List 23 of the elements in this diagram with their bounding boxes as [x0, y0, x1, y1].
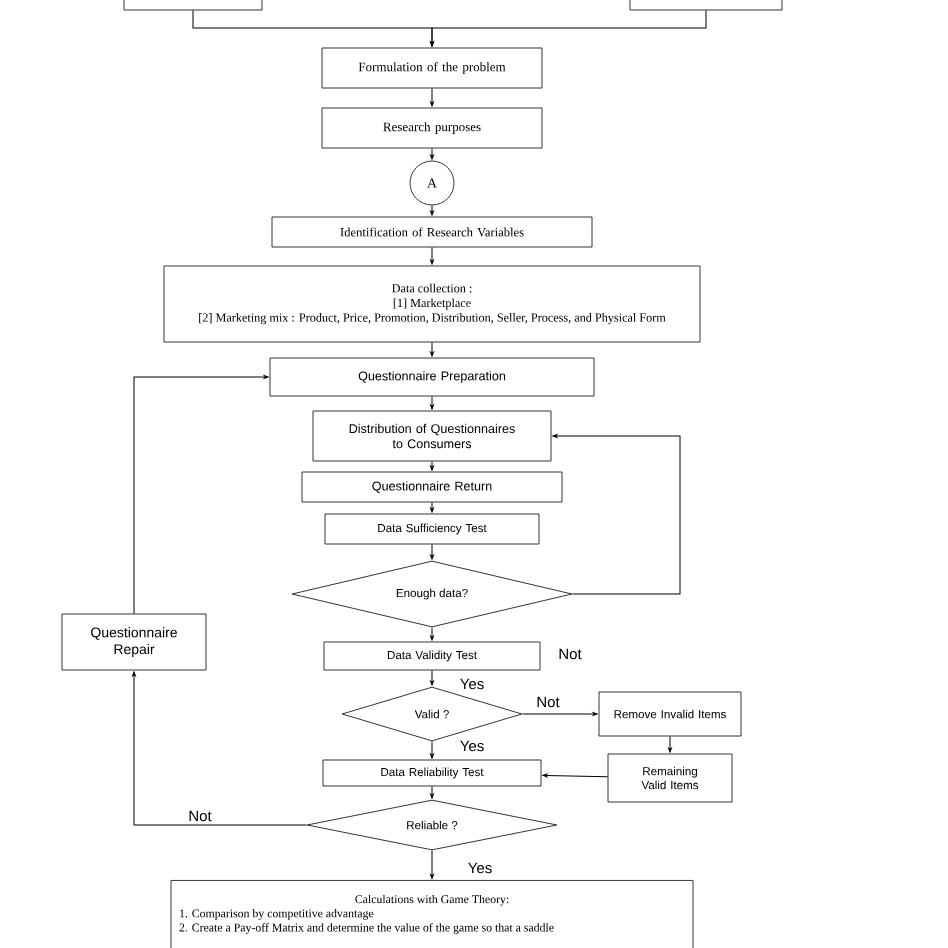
- arrow: [430, 341, 434, 357]
- arrow: [668, 735, 672, 753]
- arrow: [552, 434, 681, 595]
- arrow: [430, 626, 434, 641]
- process-box: [123, 0, 263, 11]
- arrow: [430, 460, 434, 471]
- arrow: [430, 395, 434, 410]
- arrow: [430, 87, 434, 107]
- arrow: [430, 740, 434, 759]
- arrow: [430, 669, 434, 686]
- arrow: [430, 849, 434, 879]
- arrow: [542, 773, 609, 778]
- arrow: [430, 9, 707, 47]
- arrow: [430, 246, 434, 265]
- arrow: [430, 147, 434, 160]
- arrow: [430, 785, 434, 799]
- process-box: [629, 0, 783, 11]
- arrow: [133, 375, 269, 615]
- arrow: [430, 501, 434, 513]
- arrow: [132, 671, 308, 826]
- arrow: [430, 204, 434, 216]
- arrow: [430, 543, 434, 560]
- arrow: [521, 712, 598, 716]
